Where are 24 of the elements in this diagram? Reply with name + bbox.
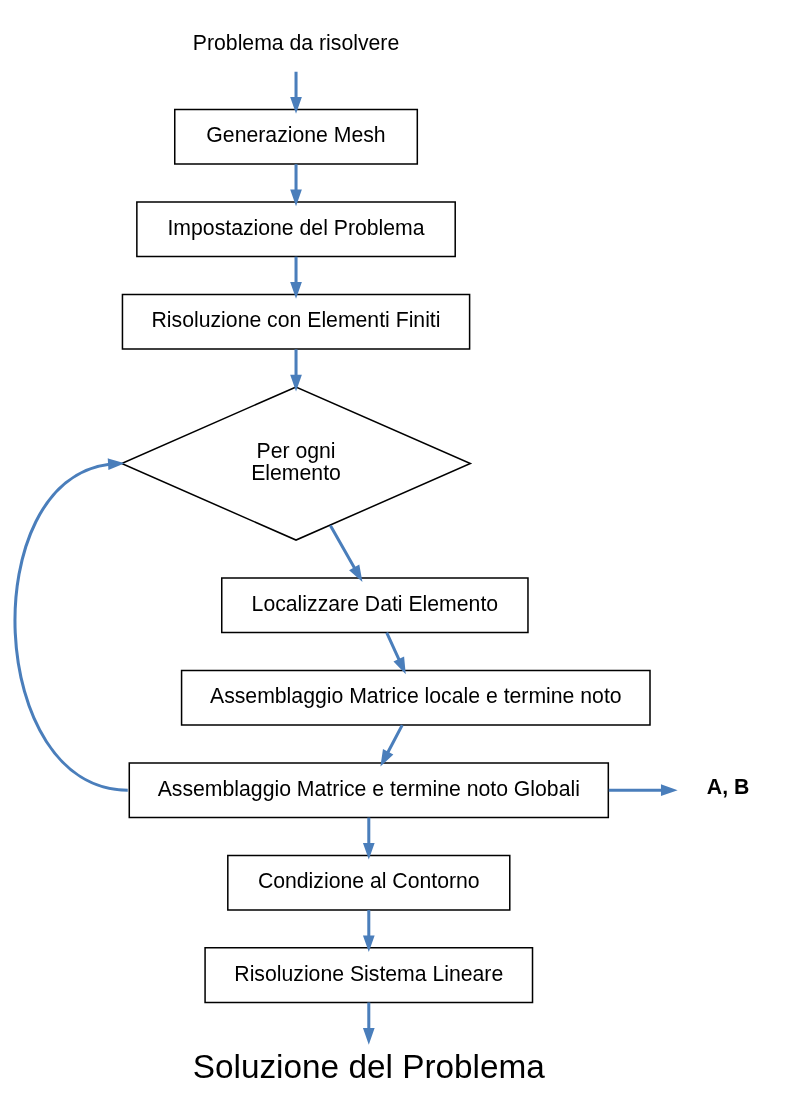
arrow bbox=[385, 632, 406, 675]
node-box: Localizzare Dati Elemento bbox=[221, 577, 529, 634]
arrow bbox=[290, 71, 302, 114]
arrow bbox=[290, 164, 302, 207]
arrow bbox=[380, 724, 404, 767]
node-diamond: Per ogni Elemento bbox=[119, 386, 473, 541]
node-text: A, B bbox=[706, 775, 750, 799]
node-text: Soluzione del Problema bbox=[192, 1047, 545, 1085]
arrow bbox=[329, 524, 363, 582]
node-box: Assemblaggio Matrice locale e termine noto bbox=[180, 669, 651, 726]
arrow bbox=[362, 910, 375, 953]
arrow bbox=[362, 1002, 375, 1045]
node-text: Problema da risolvere bbox=[192, 30, 400, 54]
arrow bbox=[608, 784, 678, 797]
arrow bbox=[290, 256, 302, 299]
node-box: Generazione Mesh bbox=[174, 108, 419, 165]
node-box: Condizione al Contorno bbox=[227, 854, 511, 911]
node-box: Risoluzione con Elementi Finiti bbox=[121, 293, 471, 350]
node-box: Risoluzione Sistema Lineare bbox=[204, 947, 534, 1004]
arrow bbox=[362, 817, 375, 860]
node-box: Impostazione del Problema bbox=[136, 201, 456, 258]
node-box: Assemblaggio Matrice e termine noto Globali bbox=[128, 762, 610, 819]
arrow bbox=[290, 349, 302, 392]
arrow bbox=[13, 458, 129, 792]
